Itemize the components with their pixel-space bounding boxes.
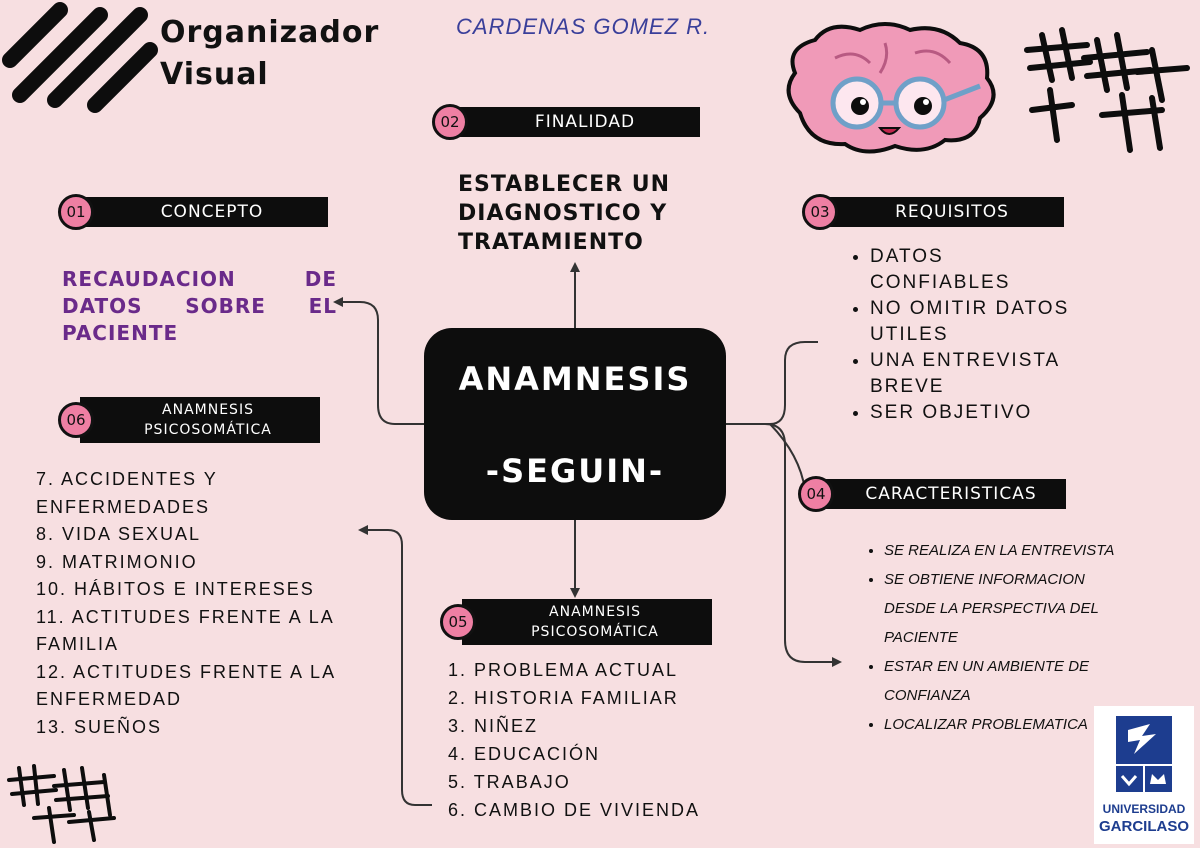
section-label-line-2: PSICOSOMÁTICA	[144, 422, 272, 438]
list-item: 8. VIDA SEXUAL	[36, 524, 202, 544]
list-item: DATOS CONFIABLES	[870, 244, 1078, 296]
list-item: 10. HÁBITOS E INTERESES	[36, 579, 315, 599]
section-label-line-1: ANAMNESIS	[549, 604, 641, 620]
section-concepto-header: 01 CONCEPTO	[58, 194, 328, 230]
brain-mascot-icon	[786, 22, 996, 154]
list-item: LOCALIZAR PROBLEMATICA	[884, 710, 1117, 739]
section-caracteristicas-header: 04 CARACTERISTICAS	[798, 476, 1066, 512]
section-label: REQUISITOS	[824, 197, 1064, 227]
list-item: 6. CAMBIO DE VIVIENDA	[448, 800, 701, 820]
center-subtitle: -SEGUIN-	[485, 452, 665, 490]
logo-text-line-2: GARCILASO	[1099, 818, 1189, 835]
list-item: 12. ACTITUDES FRENTE A LA ENFERMEDAD	[36, 661, 336, 710]
section-label: ANAMNESIS PSICOSOMÁTICA	[80, 397, 320, 443]
author-name: CARDENAS GOMEZ R.	[456, 14, 711, 39]
section-number: 01	[58, 194, 94, 230]
page-title: Organizador Visual	[160, 12, 379, 96]
shield-icon	[1116, 716, 1172, 792]
section-label-line-2: PSICOSOMÁTICA	[531, 624, 659, 640]
section-label: FINALIDAD	[454, 107, 700, 137]
caracteristicas-list: SE REALIZA EN LA ENTREVISTA SE OBTIENE I…	[862, 536, 1117, 739]
hash-scribble-icon	[1024, 27, 1190, 153]
section-number: 03	[802, 194, 838, 230]
psico05-list: 1. PROBLEMA ACTUAL 2. HISTORIA FAMILIAR …	[448, 656, 700, 824]
section-psico05-header: 05 ANAMNESIS PSICOSOMÁTICA	[440, 599, 712, 645]
list-item: NO OMITIR DATOS UTILES	[870, 296, 1078, 348]
title-line-2: Visual	[160, 57, 269, 92]
university-logo: UNIVERSIDAD GARCILASO	[1094, 706, 1194, 844]
section-psico06-header: 06 ANAMNESIS PSICOSOMÁTICA	[58, 397, 320, 443]
finalidad-line-1: ESTABLECER UN	[458, 172, 671, 197]
section-number: 06	[58, 402, 94, 438]
section-requisitos-header: 03 REQUISITOS	[802, 194, 1064, 230]
center-title: ANAMNESIS	[458, 360, 692, 398]
list-item: 5. TRABAJO	[448, 772, 571, 792]
list-item: SE OBTIENE INFORMACION DESDE LA PERSPECT…	[884, 565, 1117, 652]
finalidad-line-2: DIAGNOSTICO Y	[458, 201, 668, 226]
logo-text-line-1: UNIVERSIDAD	[1102, 802, 1186, 816]
finalidad-text: ESTABLECER UN DIAGNOSTICO Y TRATAMIENTO	[458, 170, 670, 257]
finalidad-line-3: TRATAMIENTO	[458, 230, 644, 255]
list-item: 1. PROBLEMA ACTUAL	[448, 660, 679, 680]
requisitos-list: DATOS CONFIABLES NO OMITIR DATOS UTILES …	[848, 244, 1078, 426]
list-item: 13. SUEÑOS	[36, 716, 163, 737]
section-label: CONCEPTO	[80, 197, 328, 227]
psico06-list: 7. ACCIDENTES Y ENFERMEDADES 8. VIDA SEX…	[36, 466, 381, 741]
list-item: SE REALIZA EN LA ENTREVISTA	[884, 536, 1117, 565]
list-item: ESTAR EN UN AMBIENTE DE CONFIANZA	[884, 652, 1117, 710]
section-finalidad-header: 02 FINALIDAD	[432, 104, 700, 140]
section-number: 04	[798, 476, 834, 512]
stripe-scribble-icon	[2, 2, 158, 113]
central-node: ANAMNESIS -SEGUIN-	[424, 328, 726, 520]
section-number: 02	[432, 104, 468, 140]
list-item: SER OBJETIVO	[870, 400, 1078, 426]
section-number: 05	[440, 604, 476, 640]
list-item: 2. HISTORIA FAMILIAR	[448, 688, 679, 708]
list-item: 9. MATRIMONIO	[36, 551, 198, 572]
concepto-text: RECAUDACION DE DATOS SOBRE EL PACIENTE	[62, 267, 337, 345]
list-item: 7. ACCIDENTES Y ENFERMEDADES	[36, 469, 218, 517]
section-label: ANAMNESIS PSICOSOMÁTICA	[462, 599, 712, 645]
list-item: 11. ACTITUDES FRENTE A LA FAMILIA	[36, 606, 334, 655]
list-item: UNA ENTREVISTA BREVE	[870, 348, 1078, 400]
list-item: 4. EDUCACIÓN	[448, 744, 601, 764]
hash-scribble-icon	[7, 764, 116, 844]
list-item: 3. NIÑEZ	[448, 716, 539, 736]
section-label-line-1: ANAMNESIS	[162, 402, 254, 418]
section-label: CARACTERISTICAS	[820, 479, 1066, 509]
title-line-1: Organizador	[160, 15, 380, 50]
